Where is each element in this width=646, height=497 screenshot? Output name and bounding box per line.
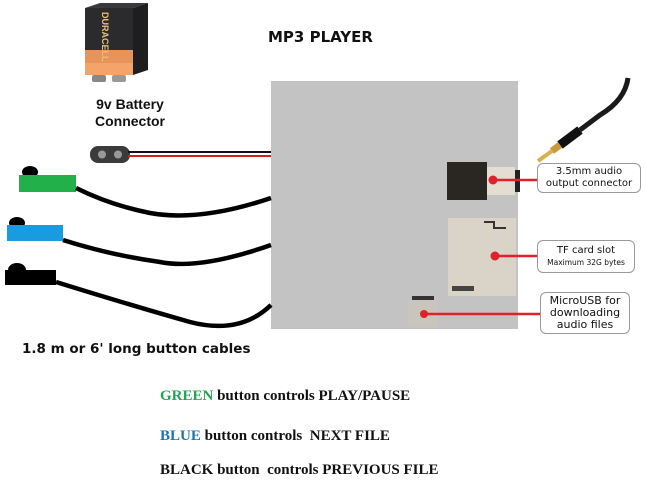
- battery-9v-image: DURACELL: [85, 3, 148, 82]
- black-button-cable: [55, 279, 273, 329]
- legend-blue: BLUE button controls NEXT FILE: [160, 428, 390, 445]
- battery-brand-text: DURACELL: [100, 12, 110, 62]
- usb-callout-line2: downloading: [549, 306, 621, 319]
- micro-usb-callout: MicroUSB for downloading audio files: [540, 292, 630, 334]
- battery-connector-label: 9v Battery Connector: [90, 96, 170, 130]
- diagram-title: MP3 PLAYER: [268, 28, 373, 46]
- battery-label-line1: 9v Battery: [96, 96, 164, 112]
- battery-label-line2: Connector: [95, 113, 165, 129]
- green-button-cable: [74, 185, 272, 218]
- legend-blue-color: BLUE: [160, 428, 201, 444]
- audio-connector-callout: 3.5mm audio output connector: [537, 163, 641, 193]
- tf-card-callout: TF card slot Maximum 32G bytes: [537, 240, 635, 273]
- legend-green-color: GREEN: [160, 388, 214, 404]
- usb-callout-line3: audio files: [556, 318, 614, 331]
- legend-blue-action: button controls NEXT FILE: [200, 428, 390, 444]
- green-button: [19, 166, 76, 192]
- legend-black: BLACK button controls PREVIOUS FILE: [160, 462, 439, 479]
- battery-snap-connector: [90, 146, 271, 163]
- tf-callout-line1: TF card slot: [556, 245, 616, 256]
- usb-callout-line1: MicroUSB for: [549, 294, 621, 307]
- audio-callout-line2: output connector: [545, 178, 633, 189]
- tf-callout-line2: Maximum 32G bytes: [547, 258, 625, 267]
- legend-black-color: BLACK: [160, 462, 214, 478]
- headphone-plug-image: [536, 77, 631, 163]
- black-button: [5, 263, 56, 285]
- legend-green: GREEN button controls PLAY/PAUSE: [160, 388, 410, 405]
- blue-button-cable: [62, 237, 272, 267]
- audio-callout-line1: 3.5mm audio: [555, 166, 623, 177]
- legend-black-action: button controls PREVIOUS FILE: [213, 462, 439, 478]
- legend-green-action: button controls PLAY/PAUSE: [213, 388, 411, 404]
- button-cables-label: 1.8 m or 6' long button cables: [22, 341, 251, 357]
- blue-button: [7, 217, 63, 241]
- callout-pointers: [420, 175, 540, 318]
